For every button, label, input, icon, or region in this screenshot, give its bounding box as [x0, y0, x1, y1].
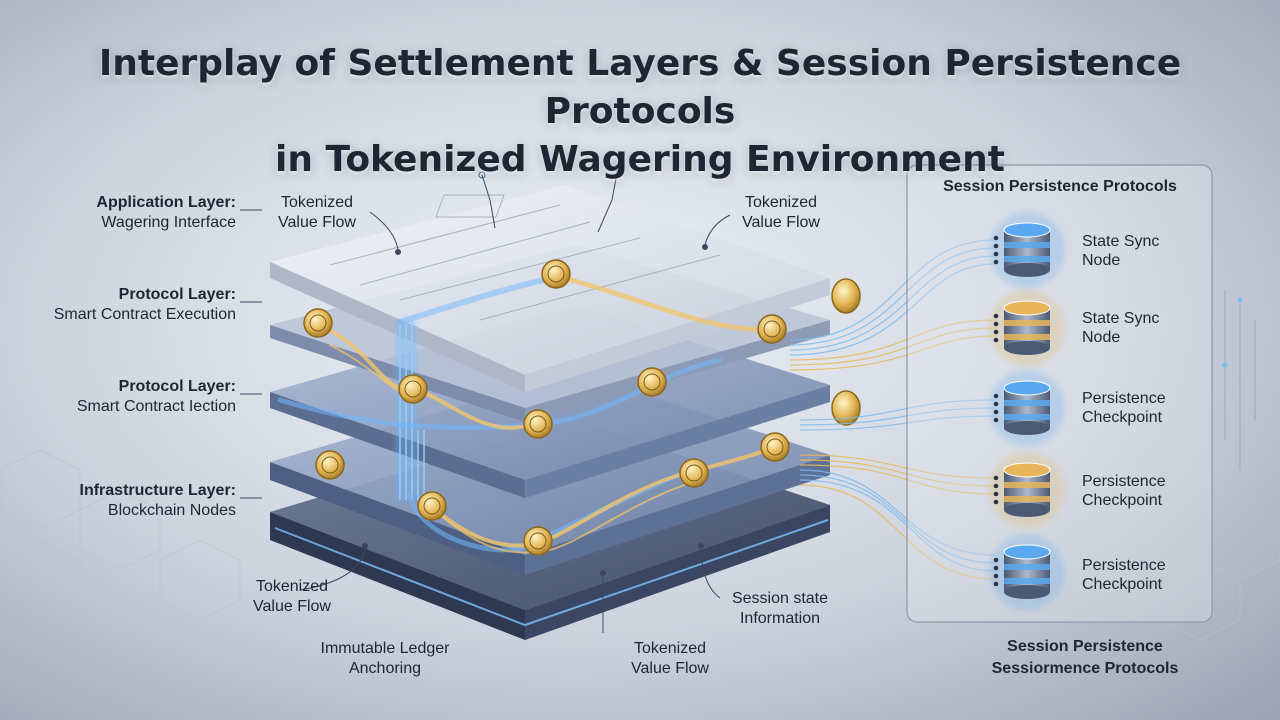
annotation-flow-bottom-left: Tokenized Value Flow	[253, 578, 331, 615]
title-line-2: in Tokenized Wagering Environment	[275, 139, 1005, 180]
database-icon	[989, 452, 1065, 528]
page-title: Interplay of Settlement Layers & Session…	[0, 40, 1280, 184]
background-hex-grid	[0, 449, 1280, 641]
annotation-flow-bottom-center: Tokenized Value Flow	[631, 640, 709, 677]
layer-name: Infrastructure Layer:	[79, 482, 237, 499]
coin-icon	[541, 259, 571, 289]
coin-icon	[417, 491, 447, 521]
coin-icon	[679, 458, 709, 488]
layer-label-protocol-1: Protocol Layer: Smart Contract Execution	[10, 285, 236, 325]
layer-name: Application Layer:	[96, 194, 236, 211]
title-line-1: Interplay of Settlement Layers & Session…	[98, 43, 1182, 132]
annotation-flow-top-left: Tokenized Value Flow	[278, 194, 356, 231]
layer-name: Protocol Layer:	[118, 286, 236, 303]
annotation-flow-top-right: Tokenized Value Flow	[742, 194, 820, 231]
database-icon	[989, 290, 1065, 366]
layer-detail: Blockchain Nodes	[107, 502, 236, 519]
database-nodes	[989, 212, 1065, 610]
right-edge-ticks	[1222, 290, 1256, 470]
bottom-caption: Session Persistence Sessiormence Protoco…	[991, 638, 1179, 677]
coin-icon	[831, 390, 861, 426]
annotation-ledger: Immutable Ledger Anchoring	[320, 640, 450, 677]
layer-detail: Wagering Interface	[101, 214, 236, 231]
coin-icon	[831, 278, 861, 314]
layer-label-infrastructure: Infrastructure Layer: Blockchain Nodes	[10, 481, 237, 521]
layer-label-application: Application Layer: Wagering Interface	[30, 193, 236, 233]
database-icon	[989, 370, 1065, 446]
vertical-beam	[395, 320, 425, 500]
panel-title: Session Persistence Protocols	[943, 178, 1177, 195]
layer-label-protocol-2: Protocol Layer: Smart Contract Iection	[10, 377, 236, 417]
coin-icon	[315, 450, 345, 480]
annotation-session-state: Session state Information	[731, 590, 829, 627]
database-icon	[989, 534, 1065, 610]
layer-detail: Smart Contract Iection	[76, 398, 236, 415]
coin-icon	[398, 374, 428, 404]
layer-detail: Smart Contract Execution	[53, 306, 236, 323]
coin-icon	[523, 526, 553, 556]
database-icon	[989, 212, 1065, 288]
coin-icon	[523, 409, 553, 439]
layer-name: Protocol Layer:	[118, 378, 236, 395]
coin-icon	[303, 308, 333, 338]
leader-lines	[240, 164, 731, 633]
token-coins	[303, 259, 861, 556]
coin-icon	[637, 367, 667, 397]
coin-icon	[757, 314, 787, 344]
coin-icon	[760, 432, 790, 462]
